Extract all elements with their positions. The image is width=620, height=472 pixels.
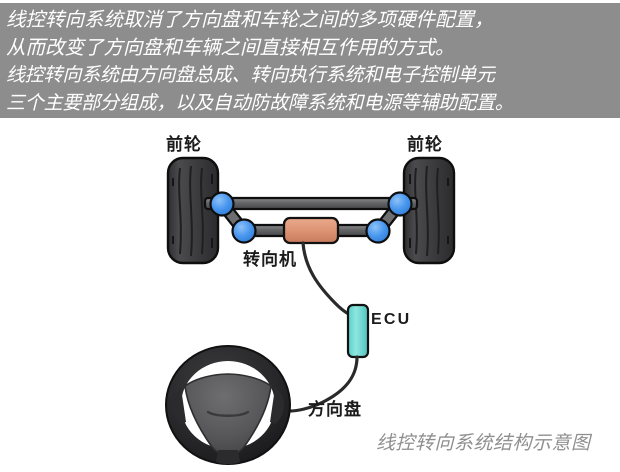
ball-joint-upper-right	[387, 191, 413, 217]
header-line-4: 三个主要部分组成，以及自动防故障系统和电源等辅助配置。	[6, 92, 514, 114]
label-front-wheel-left: 前轮	[166, 135, 202, 154]
steering-wheel	[165, 345, 291, 465]
header-caption-banner: 线控转向系统取消了方向盘和车轮之间的多项硬件配置， 从而改变了方向盘和车辆之间直…	[0, 3, 620, 118]
ecu-module	[346, 303, 370, 359]
ball-joint-lower-left	[231, 218, 257, 244]
front-tire-right	[402, 156, 456, 265]
header-line-3: 线控转向系统由方向盘总成、转向执行系统和电子控制单元	[6, 65, 495, 86]
label-steering-gear: 转向机	[243, 250, 297, 269]
label-steering-wheel: 方向盘	[308, 400, 362, 419]
label-ecu: ECU	[371, 311, 412, 328]
steering-gear-box	[282, 216, 340, 245]
label-front-wheel-right: 前轮	[407, 135, 443, 154]
cable-gear-to-ecu	[301, 241, 358, 319]
diagram-title-watermark: 线控转向系统结构示意图	[376, 433, 591, 454]
front-tire-left	[166, 156, 220, 265]
front-axle-beam	[203, 196, 419, 211]
diagram-canvas	[165, 156, 456, 465]
header-line-2: 从而改变了方向盘和车辆之间直接相互作用的方式。	[6, 36, 455, 59]
steer-by-wire-diagram: 前轮 前轮 转向机 ECU 方向盘 线控转向系统结构示意图	[0, 118, 620, 472]
header-line-1: 线控转向系统取消了方向盘和车轮之间的多项硬件配置，	[6, 9, 494, 31]
cable-ecu-to-wheel	[288, 355, 359, 413]
ball-joint-lower-right	[365, 218, 391, 244]
ball-joint-upper-left	[209, 191, 235, 217]
